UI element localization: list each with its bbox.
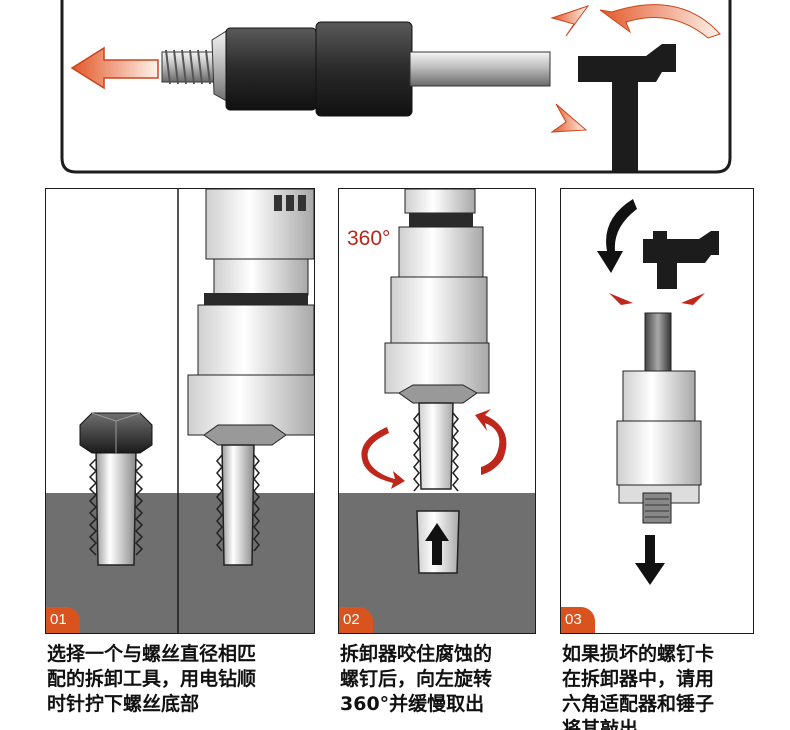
- impact-arrow-icon: [609, 293, 633, 305]
- hammer-icon: [578, 44, 676, 172]
- rotate-arrow-icon: [475, 409, 507, 475]
- drill-icon: [187, 189, 314, 566]
- impact-arrow-icon: [681, 293, 705, 305]
- arrow-left-icon: [70, 46, 159, 90]
- rotate-arrow-icon: [361, 427, 405, 489]
- bolt-icon: [161, 29, 233, 105]
- step-03-panel: 03: [560, 188, 754, 634]
- step-02-panel: 360° 02: [338, 188, 536, 634]
- step-01-caption: 选择一个与螺丝直径相匹 配的拆卸工具，用电钻顺 时针拧下螺丝底部: [47, 643, 257, 715]
- top-illustration: [0, 0, 790, 180]
- step-number-badge: 02: [339, 607, 373, 633]
- arrow-down-icon: [635, 535, 665, 585]
- step-number-badge: 01: [46, 607, 80, 633]
- step-number-badge: 03: [561, 607, 595, 633]
- bolt-icon: [79, 412, 153, 566]
- step-03-caption: 如果损坏的螺钉卡 在拆卸器中，请用 六角适配器和锤子 将其敲出: [562, 643, 715, 730]
- impact-arrow-icon: [550, 5, 590, 37]
- arrow-up-icon: [425, 523, 449, 565]
- step-01-panel: 01: [45, 188, 315, 634]
- step-02-caption: 拆卸器咬住腐蚀的 螺钉后，向左旋转 360°并缓慢取出: [340, 643, 493, 715]
- drill-icon: [384, 189, 490, 574]
- impact-arrow-icon: [550, 103, 588, 133]
- rotate-arrow-icon: [597, 199, 637, 273]
- hammer-icon: [643, 231, 719, 289]
- bolt-icon: [642, 492, 672, 524]
- rotation-label: 360°: [347, 227, 391, 250]
